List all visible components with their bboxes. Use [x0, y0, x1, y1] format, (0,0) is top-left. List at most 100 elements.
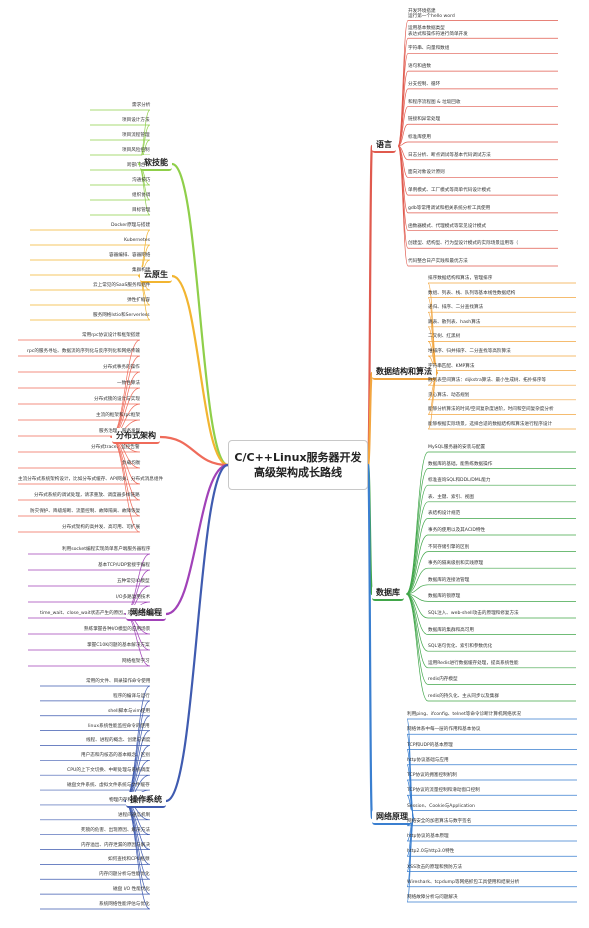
language-item[interactable]: 和程序流程图 & 垃圾回收 [408, 100, 460, 106]
os-item[interactable]: 物理内存和虚拟内存 [109, 798, 150, 804]
distributed-item[interactable]: 一致性算法 [117, 381, 140, 387]
network-item[interactable]: TCP和UDP的基本原理 [407, 743, 453, 749]
database-item[interactable]: 数据库的基础，能熟练数据操作 [428, 462, 492, 468]
soft-item[interactable]: 需求分析 [132, 103, 150, 109]
os-item[interactable]: 如何查找和CPU瓶颈 [108, 857, 150, 863]
os-item[interactable]: shell脚本与vim使用 [108, 709, 150, 715]
os-item[interactable]: 内存问题分析与性能优化 [99, 872, 150, 878]
netprog-item[interactable]: 掌握C10K问题的基本解决方案 [87, 643, 150, 649]
dsa-item[interactable]: 二叉树、红黑树 [428, 334, 460, 340]
database-item[interactable]: 事务的使用以及其ACID特性 [428, 528, 485, 534]
branch-distributed[interactable]: 分布式架构 [112, 428, 160, 444]
language-item[interactable]: 面向对象设计原则 [408, 170, 445, 176]
language-item[interactable]: 开发环境搭建运行第一个hello word [408, 9, 455, 20]
distributed-item[interactable]: 服务治理、服务发现 [99, 429, 140, 435]
language-item[interactable]: 链接和异常处理 [408, 117, 440, 123]
cloud-item[interactable]: 集群构建 [132, 268, 150, 274]
network-item[interactable]: 网络故障分析与问题解决 [407, 895, 458, 901]
branch-network[interactable]: 网络原理 [372, 809, 412, 825]
soft-item[interactable]: 跨部门合作 [127, 163, 150, 169]
distributed-item[interactable]: 分布式事务的操作 [103, 365, 140, 371]
distributed-item[interactable]: 主流的框架和rpc框架 [96, 413, 140, 419]
database-item[interactable]: 不同存储引擎的区别 [428, 545, 469, 551]
dsa-item[interactable]: 贪心算法、动态规划 [428, 393, 469, 399]
network-item[interactable]: 利用ping、ifconfig、telnet等命令诊断计算机网络状况 [407, 712, 521, 718]
distributed-item[interactable]: 分布式系统的调试处理，请求重放、调度器多样链路 [34, 493, 140, 499]
netprog-item[interactable]: 网络框架学习 [122, 659, 150, 665]
database-item[interactable]: 标准查询SQL和DDL/DML能力 [428, 478, 491, 484]
language-item[interactable]: 创建型、结构型、行为型设计模式的实际场景运用等（ [408, 241, 518, 247]
database-item[interactable]: SQL注入、web-shell攻击的原理和修复方法 [428, 611, 519, 617]
netprog-item[interactable]: 熟练掌握各种I/O模型的应用场景 [84, 627, 150, 633]
os-item[interactable]: 系统网络性能评估与优化 [99, 902, 150, 908]
dsa-item[interactable]: 能够根据实际场景，选择合适的数据结构和算法进行程序设计 [428, 422, 552, 428]
branch-dsa[interactable]: 数据结构和算法 [372, 364, 436, 380]
network-item[interactable]: Wireshark、tcpdump等网络抓包工具使用和结果分析 [407, 880, 519, 886]
branch-language[interactable]: 语言 [372, 137, 396, 153]
distributed-item[interactable]: 分布式trace、监控告警 [91, 445, 140, 451]
network-item[interactable]: 网络安全的加密算法与数字签名 [407, 819, 471, 825]
dsa-item[interactable]: 堆排序、归并排序、二分查找等高阶算法 [428, 349, 511, 355]
network-item[interactable]: http协议的基本原理 [407, 834, 449, 840]
branch-netprog[interactable]: 网络编程 [126, 605, 166, 621]
language-item[interactable]: 运用基本数据类型表达式和操作符进行简单开发 [408, 26, 468, 37]
database-item[interactable]: 表、主键、索引、视图 [428, 495, 474, 501]
distributed-item[interactable]: 防灾保护、降级熔断、流量控制、故障隔离、故障恢复 [30, 509, 140, 515]
dsa-item[interactable]: 散列表空间算法：dijkstra算法、最小生成树、拓扑排序等 [428, 378, 546, 384]
distributed-item[interactable]: 负载均衡 [122, 461, 140, 467]
network-item[interactable]: XSS攻击的原理和预防方法 [407, 865, 462, 871]
os-item[interactable]: 程序的编译与运行 [113, 694, 150, 700]
language-item[interactable]: gdb等常用调试和相关系统分析工具使用 [408, 206, 490, 212]
database-item[interactable]: 数据库的连接池管理 [428, 578, 469, 584]
language-item[interactable]: 单例模式、工厂模式等简单代码设计模式 [408, 188, 491, 194]
netprog-item[interactable]: 基本TCP/UDP套接字编程 [98, 563, 150, 569]
os-item[interactable]: 磁盘文件系统、虚拟文件系统与文件缓存 [67, 783, 150, 789]
network-item[interactable]: TCP协议的拥塞控制机制 [407, 773, 457, 779]
language-item[interactable]: 分支控制、循环 [408, 82, 440, 88]
netprog-item[interactable]: I/O多路复用技术 [116, 595, 150, 601]
database-item[interactable]: 数据库的集群和高可用 [428, 628, 474, 634]
soft-item[interactable]: 项目流程管理 [122, 133, 150, 139]
network-item[interactable]: http协议基础与应用 [407, 758, 449, 764]
netprog-item[interactable]: 利用socket编程实现简单客户端服务器程序 [62, 547, 150, 553]
dsa-item[interactable]: 跳表、散列表、hash算法 [428, 320, 480, 326]
database-item[interactable]: 表结构设计规范 [428, 511, 460, 517]
os-item[interactable]: 用户态和内核态的基本概念、区别 [81, 753, 150, 759]
soft-item[interactable]: 项目风险控制 [122, 148, 150, 154]
language-item[interactable]: 函数器模式、代理模式等常见设计模式 [408, 224, 486, 230]
database-item[interactable]: 事务的隔离级别和实践原理 [428, 561, 483, 567]
cloud-item[interactable]: Docker原理与搭建 [111, 223, 150, 229]
dsa-item[interactable]: 字符串匹配、KMP算法 [428, 364, 475, 370]
database-item[interactable]: redis内存模型 [428, 677, 458, 683]
language-item[interactable]: 代码整合日产实践和最优方法 [408, 259, 468, 265]
soft-item[interactable]: 组织协调 [132, 193, 150, 199]
database-item[interactable]: redis的持久化、主从同步以及集群 [428, 694, 499, 700]
cloud-item[interactable]: 弹性扩缩容 [127, 298, 150, 304]
soft-item[interactable]: 目标管理 [132, 208, 150, 214]
dsa-item[interactable]: 递归、排序、二分查找算法 [428, 305, 483, 311]
os-item[interactable]: 内存溢出、内存泄漏的原因与解决 [81, 843, 150, 849]
distributed-item[interactable]: 主流分布式系统架构设计，比如分布式缓存、API网关、分布式消息组件 [18, 477, 163, 483]
network-item[interactable]: http2.0与http3.0特性 [407, 849, 454, 855]
language-item[interactable]: 字符串、向量和数组 [408, 46, 449, 52]
network-item[interactable]: Session、Cookie与Application [407, 804, 475, 810]
central-topic[interactable]: C/C++Linux服务器开发 高级架构成长路线 [228, 440, 368, 490]
os-item[interactable]: 磁盘 I/O 性能优化 [113, 887, 150, 893]
distributed-item[interactable]: rpc的服务寻址、数据流的序列化与反序列化和网络传输 [27, 349, 140, 355]
os-item[interactable]: CPU的上下文切换、中断处理与系统调度 [67, 768, 150, 774]
language-item[interactable]: 语句和函数 [408, 64, 431, 70]
branch-os[interactable]: 操作系统 [126, 792, 166, 808]
cloud-item[interactable]: 云上常见的SaaS服务和组件 [93, 283, 150, 289]
branch-database[interactable]: 数据库 [372, 585, 404, 601]
os-item[interactable]: linux系统性能监控命令的使用 [88, 724, 150, 730]
database-item[interactable]: SQL语句优化、索引和参数优化 [428, 644, 492, 650]
branch-cloud[interactable]: 云原生 [140, 267, 172, 283]
dsa-item[interactable]: 能够分析算法的时间/空间复杂度进阶，时间和空间复杂度分析 [428, 407, 554, 413]
os-item[interactable]: 线程、进程的概念、创建与调度 [86, 738, 150, 744]
dsa-item[interactable]: 数组、列表、栈、队列等基本线性数据结构 [428, 291, 515, 297]
soft-item[interactable]: 项目设计方法 [122, 118, 150, 124]
database-item[interactable]: 运用Redis进行数据缓存处理，提高系统性能 [428, 661, 519, 667]
soft-item[interactable]: 沟通技巧 [132, 178, 150, 184]
language-item[interactable]: 标准库使用 [408, 135, 431, 141]
cloud-item[interactable]: 容器编排、容器网络 [109, 253, 150, 259]
